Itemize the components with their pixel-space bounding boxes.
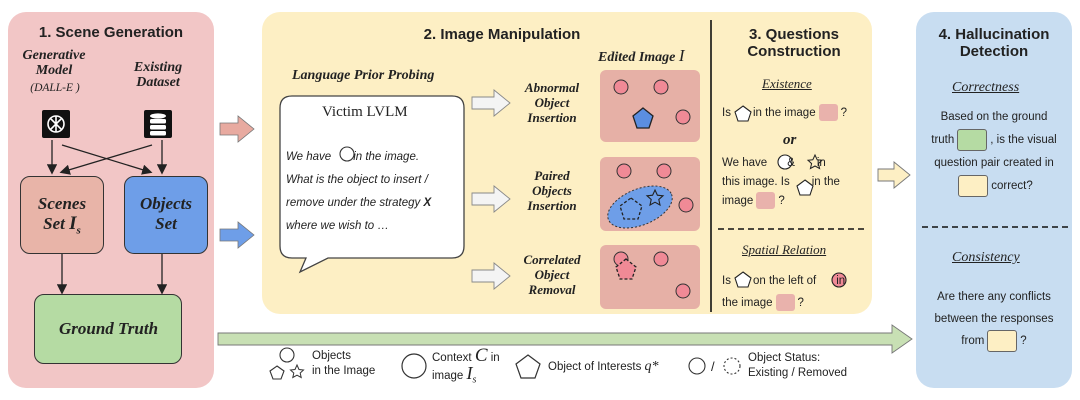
pink-flow-arrow bbox=[219, 115, 255, 143]
green-flow-arrow bbox=[217, 324, 913, 354]
existing-dataset-label: Existing Dataset bbox=[133, 60, 183, 90]
objects-set-label: Objects Set bbox=[140, 194, 192, 233]
existence-heading: Existence bbox=[762, 76, 812, 91]
ground-truth-box bbox=[34, 294, 182, 364]
objects-set-box bbox=[124, 176, 208, 254]
consistency-text: Are there any conflicts between the resp… bbox=[916, 286, 1072, 352]
edited-image-abnormal bbox=[600, 70, 700, 142]
hallucination-detection-title: 4. Hallucination Detection bbox=[938, 26, 1050, 60]
scenes-set-label: Scenes Set Is bbox=[37, 194, 87, 237]
language-prior-probing-label: Language Prior Probing bbox=[292, 68, 435, 83]
abnormal-object-insertion-label: Abnormal Object Insertion bbox=[524, 80, 580, 125]
scene-generation-title: 1. Scene Generation bbox=[38, 24, 184, 41]
circle-icon bbox=[339, 146, 355, 162]
correlated-object-removal-label: Correlated Object Removal bbox=[523, 252, 581, 297]
correctness-heading: Correctness bbox=[952, 80, 1020, 95]
speech-bubble bbox=[279, 95, 465, 274]
spatial-relation-heading: Spatial Relation bbox=[742, 242, 827, 257]
yellow-flow-arrow bbox=[877, 161, 911, 189]
legend-context: Context C in image Is bbox=[432, 345, 500, 386]
dalle-label: (DALL-E ) bbox=[30, 82, 80, 94]
image-manipulation-title: 2. Image Manipulation bbox=[423, 26, 581, 43]
hallucination-detection-panel bbox=[916, 12, 1072, 388]
victim-lvlm-label: Victim LVLM bbox=[322, 104, 408, 120]
legend-status-slash: / bbox=[711, 359, 715, 374]
or-label: or bbox=[783, 132, 797, 148]
legend-status: Object Status: Existing / Removed bbox=[748, 352, 848, 379]
paired-objects-insertion-label: Paired Objects Insertion bbox=[527, 168, 577, 213]
blue-flow-arrow bbox=[219, 221, 255, 249]
legend-objects: Objects in the Image bbox=[312, 350, 376, 377]
legend-interest: Object of Interests q* bbox=[548, 359, 659, 374]
edited-image-label: Edited Image I bbox=[598, 46, 685, 65]
questions-construction-title: 3. Questions Construction bbox=[747, 26, 841, 60]
pentagon-icon bbox=[632, 107, 654, 129]
correctness-text: Based on the ground truth, is the visual… bbox=[916, 106, 1072, 198]
scenes-set-box bbox=[20, 176, 104, 254]
generative-model-label: Generative Model bbox=[22, 48, 86, 78]
star-icon bbox=[645, 188, 665, 207]
strategy-arrows bbox=[471, 89, 511, 290]
consistency-heading: Consistency bbox=[952, 250, 1020, 265]
dashed-circle-icon bbox=[723, 357, 741, 375]
ground-truth-label: Ground Truth bbox=[58, 319, 159, 338]
